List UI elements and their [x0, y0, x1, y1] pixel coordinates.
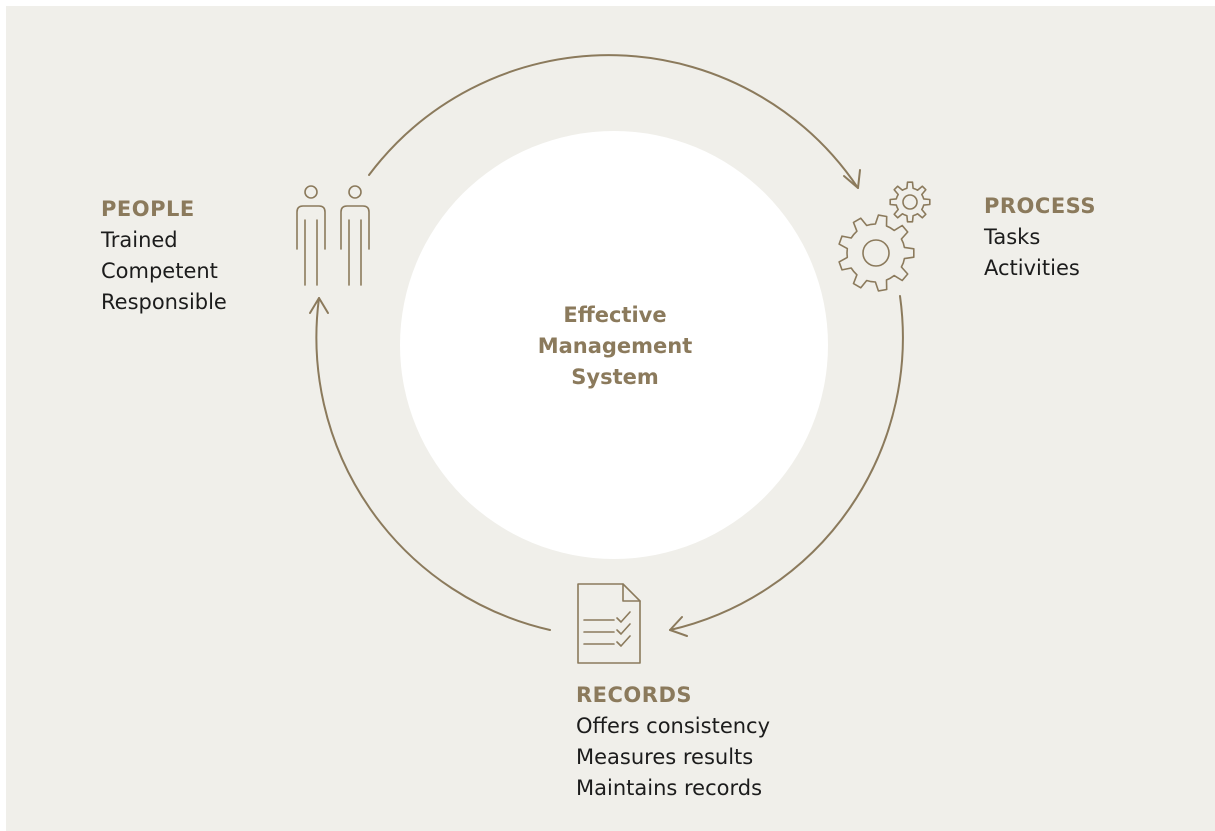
people-group: PEOPLE Trained Competent Responsible [101, 194, 227, 318]
records-heading: RECORDS [576, 683, 693, 707]
center-label-line: Effective [563, 303, 667, 327]
records-group: RECORDS Offers consistency Measures resu… [576, 680, 770, 804]
people-icon [296, 185, 370, 286]
document-checklist-icon [577, 583, 641, 664]
records-item: Measures results [576, 745, 754, 769]
process-group: PROCESS Tasks Activities [984, 191, 1096, 284]
records-item: Offers consistency [576, 714, 771, 738]
gears-icon [838, 181, 931, 292]
people-heading: PEOPLE [101, 197, 195, 221]
people-item: Responsible [101, 290, 227, 314]
process-heading: PROCESS [984, 194, 1096, 218]
arrow-people-to-process [368, 54, 861, 189]
center-circle [400, 131, 828, 559]
arrow-records-to-people [309, 297, 551, 631]
process-item: Tasks [984, 225, 1041, 249]
center-label: Effective Management System [490, 300, 740, 393]
people-item: Trained [101, 228, 178, 252]
arrow-process-to-records [669, 295, 904, 637]
records-item: Maintains records [576, 776, 763, 800]
process-item: Activities [984, 256, 1080, 280]
people-item: Competent [101, 259, 218, 283]
center-label-line: System [571, 365, 659, 389]
center-label-line: Management [537, 334, 693, 358]
